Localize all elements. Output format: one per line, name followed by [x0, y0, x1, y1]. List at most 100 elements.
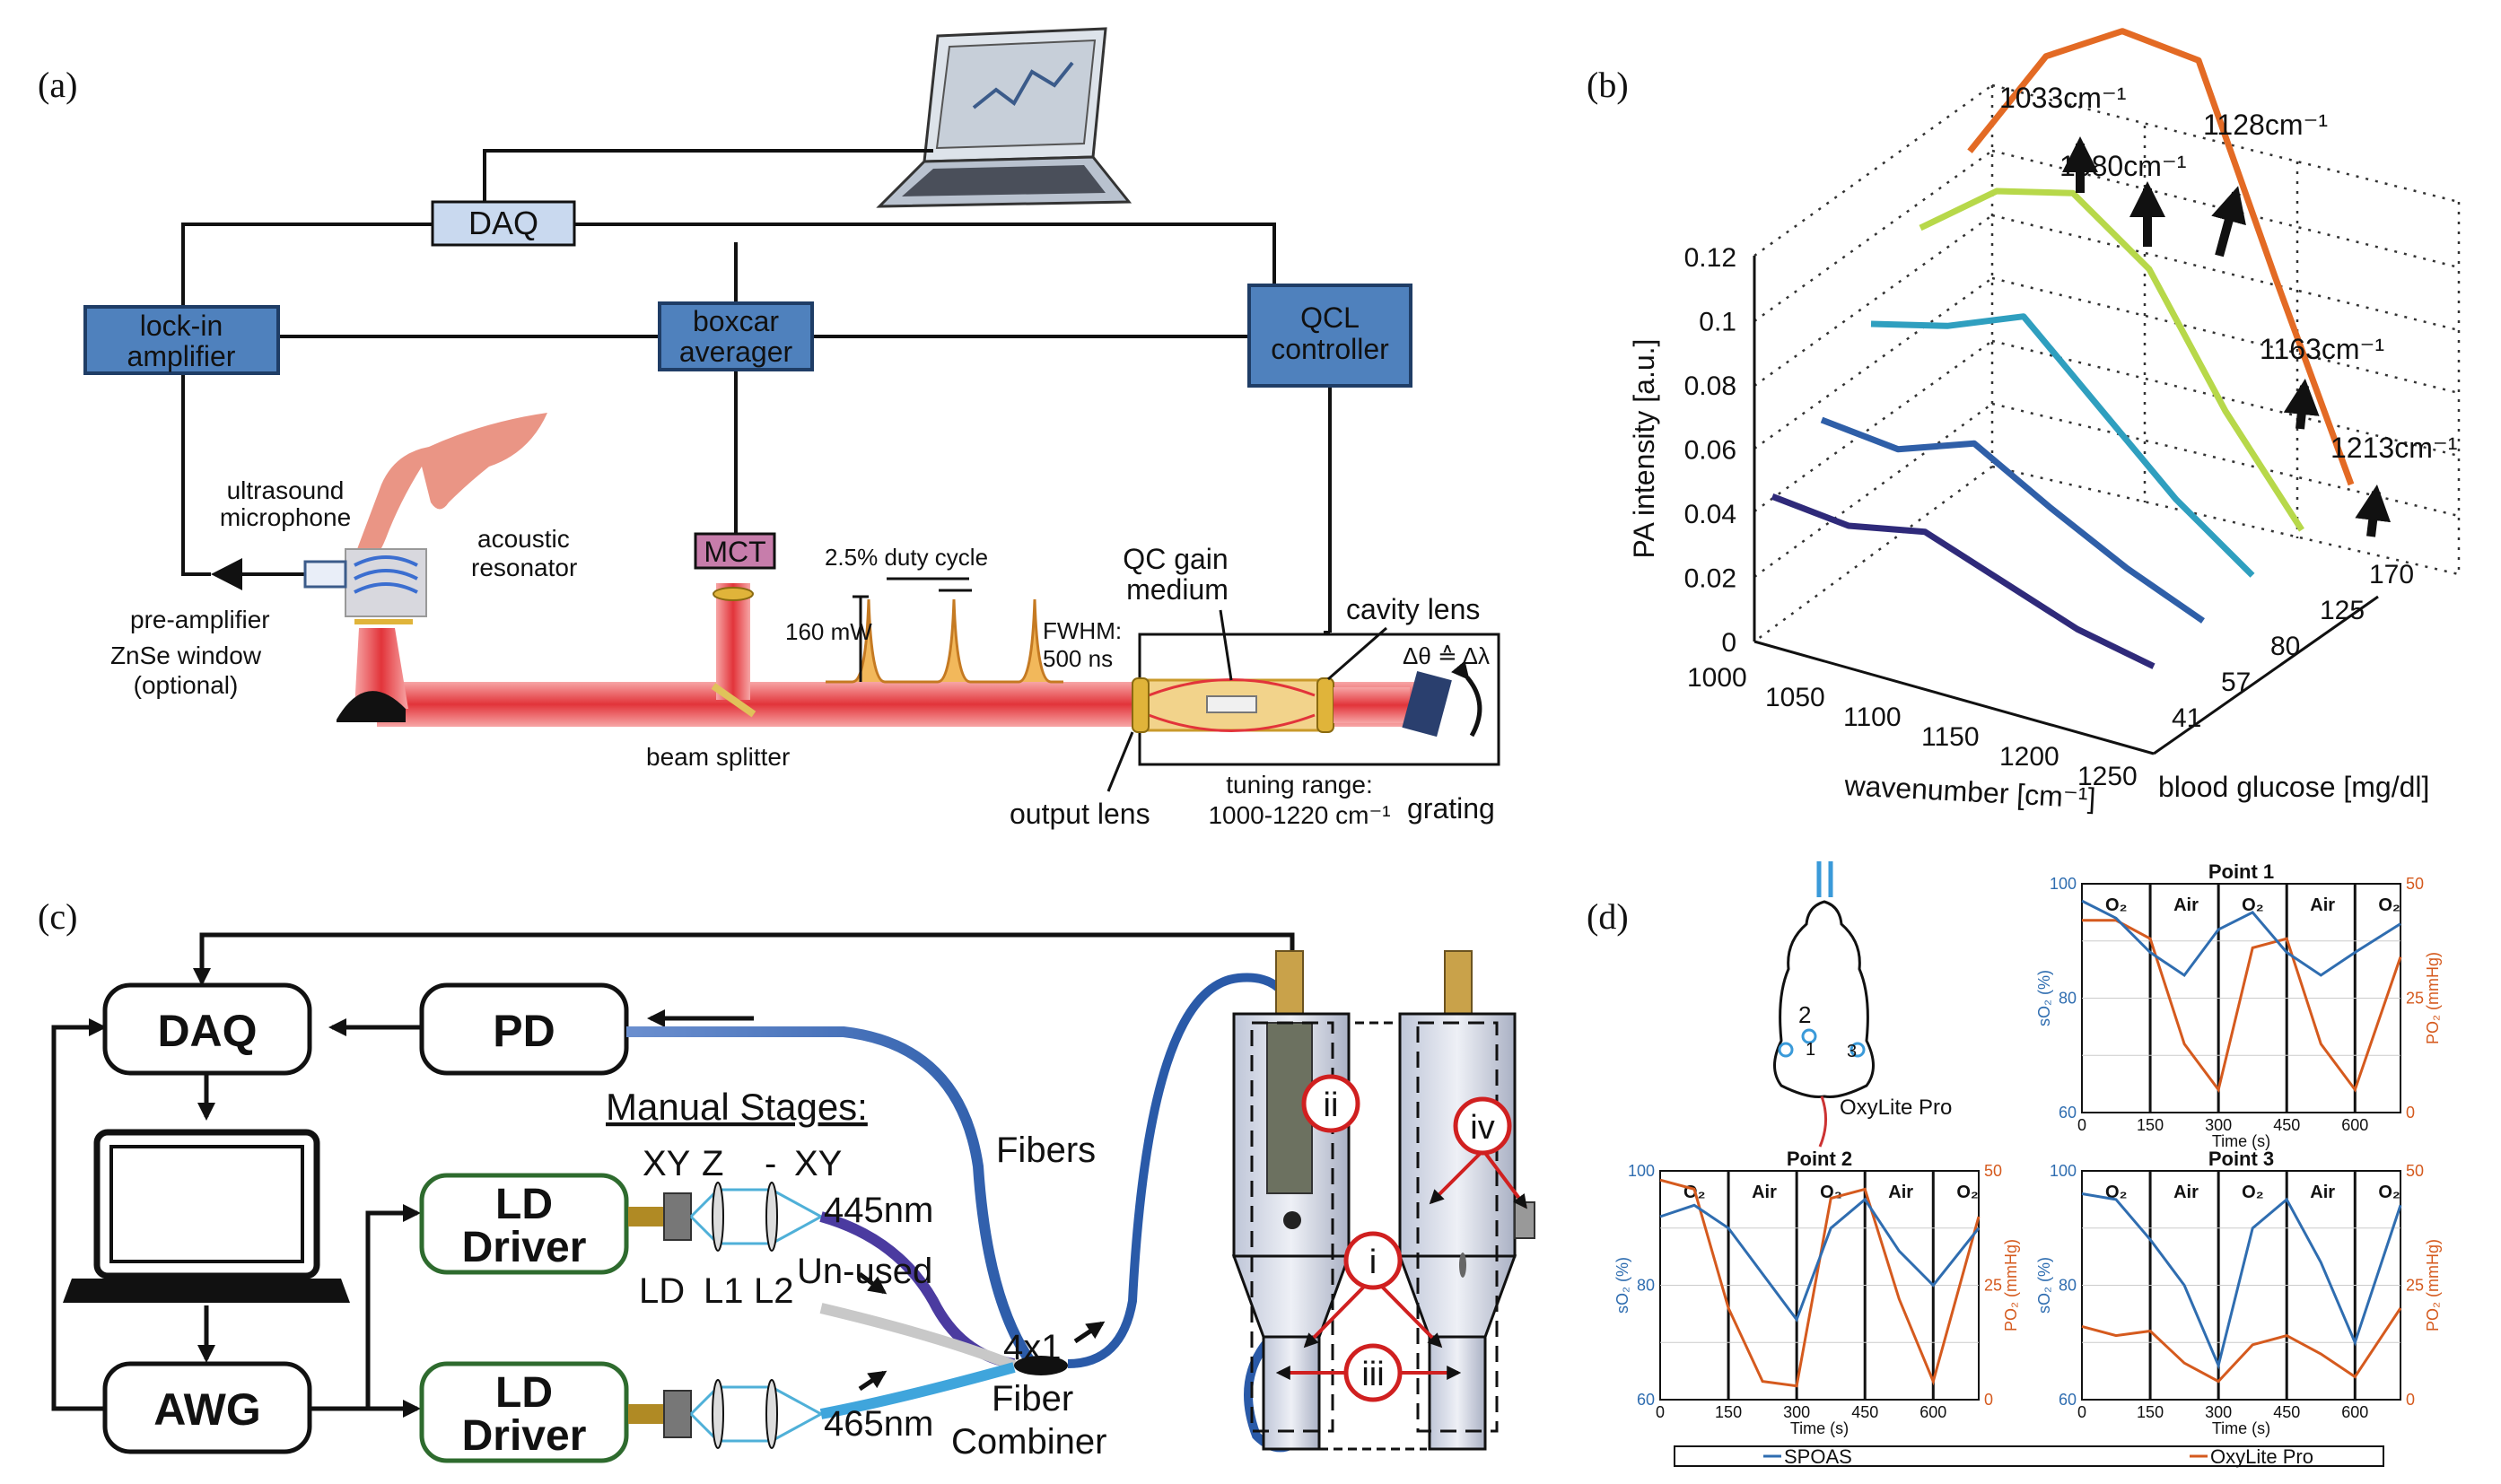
callout-ii: ii: [1324, 1087, 1339, 1124]
lockin-amplifier-box: [83, 305, 280, 375]
peak-arrows: [2062, 136, 2392, 537]
b-ztick: 125: [2320, 596, 2365, 625]
output-lens-label: output lens: [1010, 798, 1150, 830]
d-ltick: 60: [2059, 1104, 2077, 1122]
callout-iv: iv: [1470, 1109, 1494, 1147]
znse-label-1: ZnSe window: [110, 642, 262, 669]
laser-beam-sample: [354, 628, 408, 709]
phase-label: Air: [2173, 1183, 2199, 1202]
b-y-ticks: 00.020.040.060.080.10.12: [1684, 243, 1736, 658]
duty-cycle-label: 2.5% duty cycle: [825, 544, 988, 571]
phase-label: Air: [2173, 895, 2199, 915]
b-z-axis: [2153, 595, 2379, 755]
boxcar-label-2: averager: [679, 336, 793, 368]
znse-label-2: (optional): [134, 671, 239, 699]
phase-label: Air: [2310, 895, 2335, 915]
laser-beam-up: [716, 583, 750, 700]
fibers-label: Fibers: [996, 1130, 1096, 1170]
daq-label: DAQ: [468, 205, 538, 241]
b-ztick: 57: [2221, 668, 2251, 697]
rotation-arrow-icon: [1451, 660, 1482, 738]
d-xtick: 300: [1783, 1403, 1810, 1421]
d-xtick: 600: [2341, 1403, 2368, 1421]
peak-label-1128: 1128cm⁻¹: [2203, 109, 2328, 141]
d-rtick: 25: [2406, 990, 2424, 1008]
phase-label: O₂: [2242, 895, 2263, 915]
panel-d-label: (d): [1587, 896, 1629, 937]
peak-label-1033: 1033cm⁻¹: [1999, 82, 2126, 114]
panel-c: (c) DAQ PD AWG LD Driver LD Driver: [38, 896, 1535, 1463]
awg-label: AWG: [153, 1384, 260, 1435]
panel-a-label: (a): [38, 65, 77, 105]
phase-label: Air: [1752, 1183, 1777, 1202]
phase-label: O₂: [1956, 1183, 1978, 1202]
oxylite-probe-label: OxyLite Pro: [1840, 1096, 1952, 1120]
b-ytick: 0.12: [1684, 243, 1736, 273]
b-x-axis: [1753, 640, 2155, 755]
ld-driver-1-box: [419, 1173, 629, 1275]
fiber-out: [1067, 973, 1297, 1368]
lockin-label-2: amplifier: [127, 340, 236, 372]
l2-label: L2: [754, 1271, 794, 1311]
mouse-point-2: 2: [1798, 1001, 1811, 1028]
beam-splitter-label: beam splitter: [646, 743, 790, 771]
b-xtick: 1100: [1843, 703, 1902, 732]
d-ltick: 80: [2059, 990, 2077, 1008]
d-ylabel-left: sO₂ (%): [2035, 1257, 2053, 1314]
ld-label: LD: [639, 1271, 685, 1311]
b-spectrum-line: [1820, 416, 2205, 624]
callouts: [1301, 1074, 1512, 1402]
probe-holder-left: [1231, 950, 1351, 1451]
oxylite-line: [2081, 1307, 2402, 1384]
d-ltick: 80: [1637, 1277, 1655, 1295]
mct-lens-icon: [713, 587, 754, 601]
panel-c-label: (c): [38, 896, 77, 937]
tuning-label-1: tuning range:: [1226, 771, 1372, 799]
d-plot-title: Point 1: [2208, 860, 2274, 883]
fiber-465: [819, 1362, 1016, 1419]
awg-to-daq-arrow: [51, 1018, 107, 1411]
xy1-label: XY: [643, 1144, 690, 1183]
ld-driver-2-box: [419, 1361, 629, 1463]
b-ylabel: PA intensity [a.u.]: [1628, 339, 1660, 559]
plot-box-grid: [1753, 83, 2461, 643]
combiner-label-1: Fiber: [992, 1379, 1073, 1419]
d-xtick: 0: [1656, 1403, 1665, 1421]
c-daq-label: DAQ: [157, 1006, 257, 1056]
combiner-ratio-label: 4x1: [1003, 1328, 1062, 1367]
legend-oxylite: OxyLite Pro: [2210, 1445, 2313, 1468]
hand-icon: [354, 413, 547, 565]
cavity-lens-label: cavity lens: [1346, 593, 1480, 625]
phase-label: O₂: [2242, 1183, 2263, 1202]
panel-b: (b) 00.020.040.060.080.10.: [1587, 28, 2461, 815]
b-xtick: 1000: [1687, 663, 1747, 693]
lenses: [712, 1182, 778, 1449]
acoustic-waves-icon: [354, 555, 418, 594]
d-ltick: 100: [2050, 875, 2077, 893]
b-spectrum-line: [1771, 493, 2156, 669]
d-xtick: 0: [2077, 1116, 2086, 1134]
mct-detector-box: [694, 532, 776, 570]
xy2-label: XY: [794, 1144, 842, 1183]
d-plot-title: Point 3: [2208, 1148, 2274, 1170]
qc-chip: [1206, 695, 1257, 713]
mouse-icon: [1773, 861, 1875, 1148]
tuning-label-2: 1000-1220 cm⁻¹: [1208, 801, 1390, 829]
awg-to-ld1-arrow: [310, 1204, 421, 1411]
d-xlabel: Time (s): [1790, 1419, 1849, 1437]
panel-a: (a) DAQ lock-in amplifier: [38, 27, 1500, 830]
phase-label: Air: [1888, 1183, 1913, 1202]
b-xtick: 1050: [1765, 683, 1825, 712]
d-rtick: 50: [2406, 875, 2424, 893]
laser-diode-2-icon: [628, 1390, 692, 1438]
mouse-point-3: 3: [1847, 1042, 1857, 1061]
d-rtick: 25: [1984, 1277, 2002, 1295]
oxylite-line: [1659, 1178, 1981, 1388]
qcl-label-2: controller: [1271, 333, 1389, 365]
callout-iii: iii: [1361, 1356, 1384, 1393]
d-xlabel: Time (s): [2212, 1419, 2270, 1437]
